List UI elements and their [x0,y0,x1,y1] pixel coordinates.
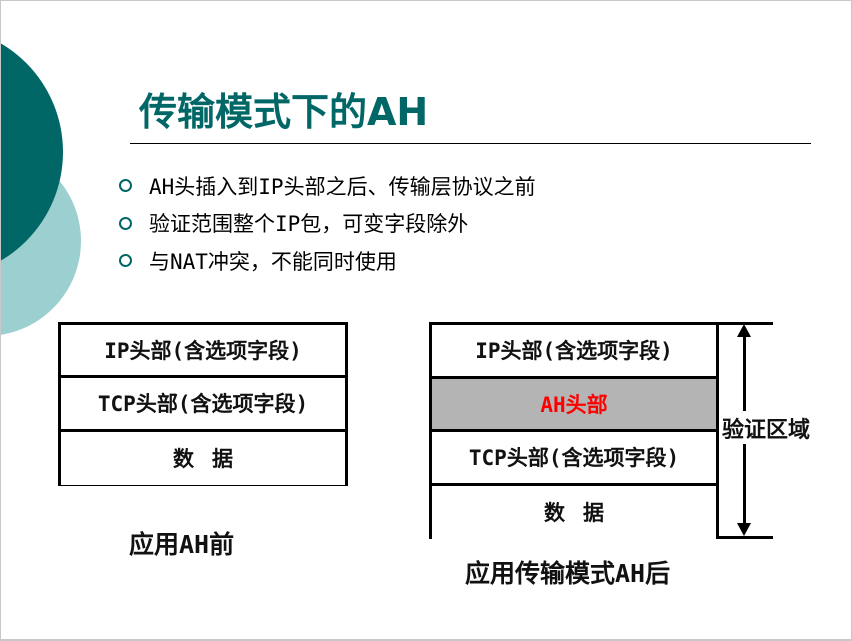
bullet-text: AH头插入到IP头部之后、传输层协议之前 [149,174,536,199]
block-label: TCP头部(含选项字段) [468,446,680,471]
arrow-down-icon [737,523,751,536]
caption-before-ah: 应用AH前 [129,530,235,559]
packet-after-ah: IP头部(含选项字段) AH头部 TCP头部(含选项字段) 数据 [429,322,719,539]
hollow-circle-bullet-icon [119,179,132,193]
arrow-up-icon [737,324,751,337]
caption-after-ah: 应用传输模式AH后 [465,559,671,588]
data-block: 数据 [432,485,716,539]
bullet-text: 验证范围整个IP包，可变字段除外 [149,212,469,237]
bullet-item: 验证范围整个IP包，可变字段除外 [119,205,536,243]
bullet-list: AH头插入到IP头部之后、传输层协议之前 验证范围整个IP包，可变字段除外 与N… [119,167,536,280]
data-block: 数据 [61,431,345,485]
tcp-header-block: TCP头部(含选项字段) [432,432,716,486]
block-label: 数据 [544,501,622,526]
block-label: AH头部 [540,392,608,417]
ip-header-block: IP头部(含选项字段) [432,325,716,379]
bullet-text: 与NAT冲突，不能同时使用 [149,249,397,274]
hollow-circle-bullet-icon [119,254,132,268]
hollow-circle-bullet-icon [119,216,132,230]
span-bracket-top [719,322,773,325]
arrow-shaft-top [743,335,746,411]
block-label: IP头部(含选项字段) [475,339,673,364]
bullet-item: AH头插入到IP头部之后、传输层协议之前 [119,167,536,205]
arrow-shaft-bottom [743,444,746,524]
block-label: 数据 [173,447,251,472]
packet-before-ah: IP头部(含选项字段) TCP头部(含选项字段) 数据 [58,322,348,486]
block-label: TCP头部(含选项字段) [97,392,309,417]
ah-header-block: AH头部 [432,378,716,432]
slide-title: 传输模式下的AH [139,90,429,134]
span-bracket-bottom [719,536,773,539]
tcp-header-block: TCP头部(含选项字段) [61,378,345,432]
ip-header-block: IP头部(含选项字段) [61,325,345,379]
title-divider [130,143,811,144]
block-label: IP头部(含选项字段) [104,339,302,364]
authentication-span-label: 验证区域 [722,412,811,444]
bullet-item: 与NAT冲突，不能同时使用 [119,242,536,280]
